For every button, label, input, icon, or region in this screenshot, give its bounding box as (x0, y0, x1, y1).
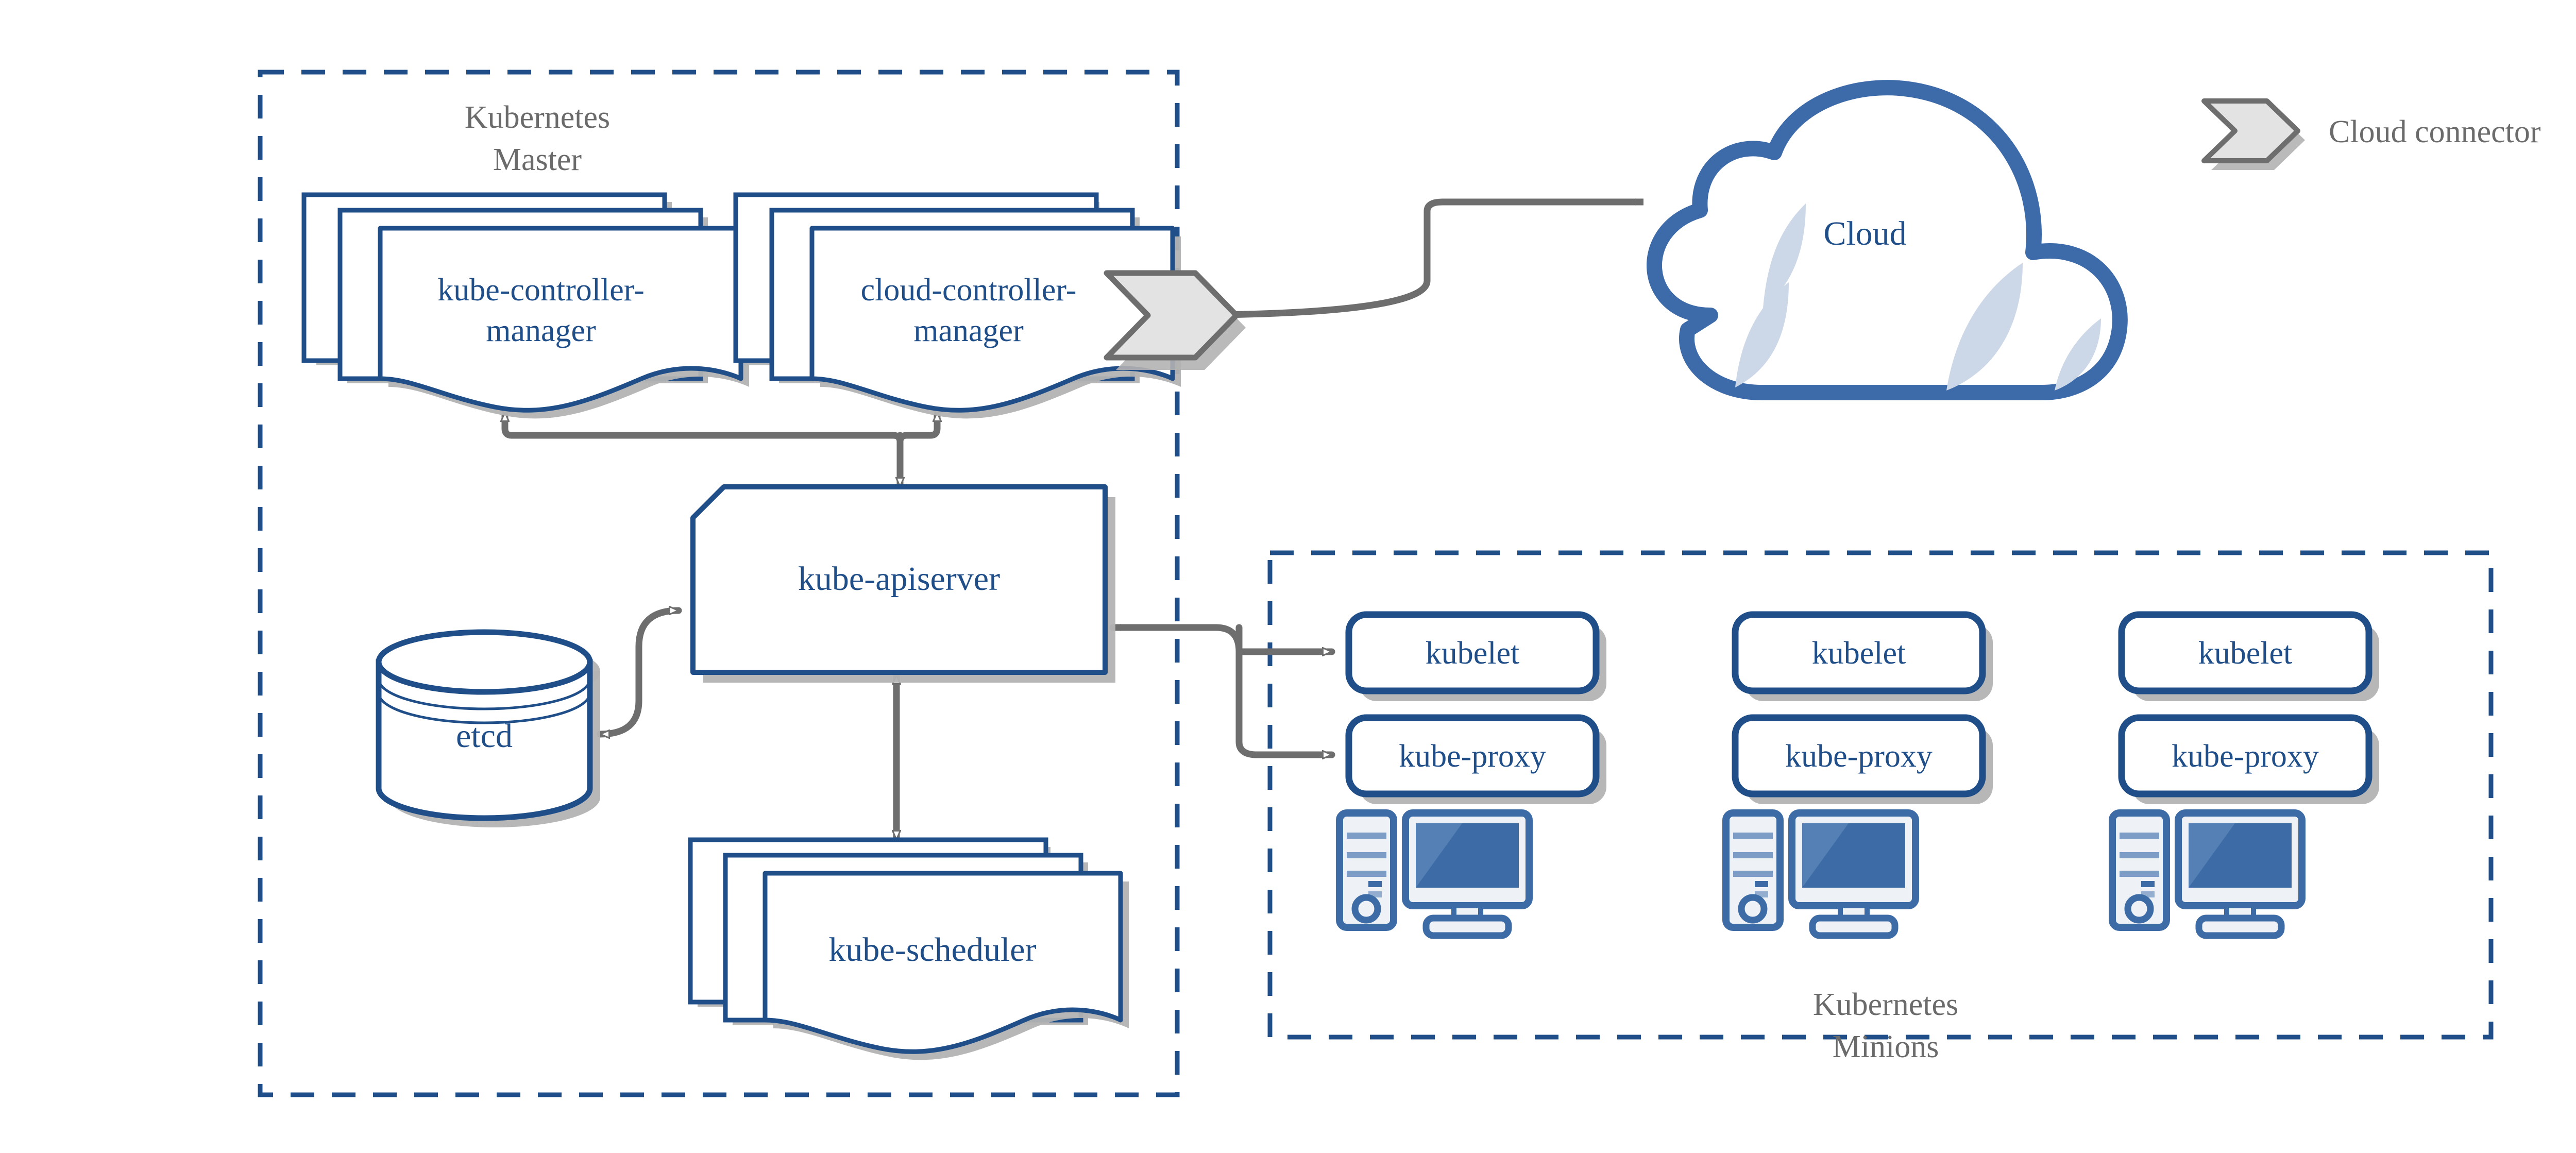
power-button-icon (2124, 894, 2154, 924)
doc-sheet-front (762, 871, 1123, 1054)
monitor (1402, 809, 1533, 939)
etcd-ring-2 (377, 692, 591, 724)
minions-dashed-border (1267, 550, 2494, 1040)
chevron-body (1104, 270, 1240, 361)
tower-led-1 (1755, 881, 1768, 887)
connector-apiserver-to-kube-controller-manager (505, 409, 904, 462)
connector-apiserver-to-kube-proxy (1235, 624, 1335, 755)
kube-proxy-box-3[interactable]: kube-proxy (2118, 714, 2379, 804)
kube-scheduler-label: kube-scheduler (828, 931, 1036, 969)
tower-bar-2 (1733, 852, 1773, 858)
tower-bar-1 (1347, 833, 1386, 839)
minion-node-3: kubelet kube-proxy (2109, 611, 2379, 939)
kube-controller-manager-node[interactable]: kube-controller- manager (301, 192, 749, 419)
tower-bar-3 (2120, 871, 2159, 877)
computer-icon-2 (1722, 809, 1919, 939)
cloud-label: Cloud (1823, 215, 1906, 252)
cloud-highlight-2 (1735, 282, 1789, 387)
kubelet-label: kubelet (2198, 636, 2293, 671)
kube-scheduler-node[interactable]: kube-scheduler (688, 837, 1129, 1060)
tower-led-1 (2141, 881, 2155, 887)
connector-cloudconnector-to-cloud (1163, 198, 1643, 319)
connector-etcd-apiserver (597, 611, 682, 734)
kubernetes-master-group: Kubernetes Master (258, 70, 1180, 1097)
master-group-label-line1: Kubernetes (465, 100, 610, 135)
kube-controller-manager-label-line1: kube-controller- (437, 273, 645, 308)
kube-controller-manager-label-line2: manager (486, 313, 596, 348)
tower-bar-1 (1733, 833, 1773, 839)
etcd-node[interactable]: etcd (376, 629, 600, 827)
minion-node-1: kubelet kube-proxy (1336, 611, 1606, 939)
minion-node-2: kubelet kube-proxy (1722, 611, 1993, 939)
kubernetes-minions-group: Kubernetes Minions (1267, 550, 2494, 1064)
kubelet-body (2118, 611, 2372, 694)
tower-bar-2 (1347, 852, 1386, 858)
etcd-top (376, 629, 593, 695)
kube-proxy-label: kube-proxy (2172, 739, 2319, 774)
monitor-base (1422, 914, 1512, 939)
doc-sheet-front (378, 226, 743, 413)
monitor (1788, 809, 1919, 939)
power-button-icon (1351, 894, 1381, 924)
kube-proxy-label: kube-proxy (1399, 739, 1546, 774)
kubelet-label: kubelet (1812, 636, 1906, 671)
monitor-base (1809, 914, 1899, 939)
kube-proxy-body (1732, 714, 1986, 798)
monitor-base (2195, 914, 2285, 939)
kubelet-box-1[interactable]: kubelet (1345, 611, 1606, 701)
kube-apiserver-label: kube-apiserver (798, 560, 1000, 598)
tower-led-1 (1368, 881, 1382, 887)
kubelet-body (1345, 611, 1600, 694)
cloud-highlight-1 (1763, 204, 1806, 308)
tower-bar-2 (2120, 852, 2159, 858)
apiserver-body (690, 484, 1108, 675)
connector-apiserver-to-cloud-controller-manager (896, 409, 937, 462)
tower-bar-3 (1347, 871, 1386, 877)
kube-proxy-label: kube-proxy (1785, 739, 1933, 774)
computer-icon-1 (1336, 809, 1533, 939)
tower-case (2109, 809, 2170, 931)
cloud-node[interactable]: Cloud (1630, 48, 2133, 400)
kubelet-body (1732, 611, 1986, 694)
tower-bar-3 (1733, 871, 1773, 877)
kube-apiserver-node[interactable]: kube-apiserver (690, 484, 1115, 683)
cloud-controller-manager-label-line1: cloud-controller- (861, 273, 1077, 308)
power-button-icon (1738, 894, 1768, 924)
etcd-ring-1 (377, 679, 591, 710)
kube-proxy-body (1345, 714, 1600, 798)
master-group-label-line2: Master (493, 142, 582, 177)
monitor-screen-highlight (2189, 823, 2235, 888)
connector-layer (505, 198, 1643, 843)
kube-proxy-body (2118, 714, 2372, 798)
kubelet-box-2[interactable]: kubelet (1732, 611, 1993, 701)
tower-bar-1 (2120, 833, 2159, 839)
kube-proxy-box-1[interactable]: kube-proxy (1345, 714, 1606, 804)
monitor (2175, 809, 2306, 939)
master-dashed-border (258, 70, 1180, 1097)
tower-case (1336, 809, 1397, 931)
monitor-screen-highlight (1802, 823, 1849, 888)
tower-case (1722, 809, 1784, 931)
computer-icon-3 (2109, 809, 2306, 939)
minions-group-label-line2: Minions (1833, 1029, 1939, 1064)
monitor-screen-highlight (1416, 823, 1462, 888)
minions-group-label-line1: Kubernetes (1813, 987, 1958, 1022)
cloud-highlight-3 (1946, 263, 2023, 391)
legend-label: Cloud connector (2329, 114, 2541, 149)
kube-proxy-box-2[interactable]: kube-proxy (1732, 714, 1993, 804)
doc-sheet-front (809, 226, 1175, 413)
kubelet-label: kubelet (1426, 636, 1520, 671)
cloud-highlight-4 (2055, 318, 2101, 391)
cloud-controller-manager-node[interactable]: cloud-controller- manager (733, 192, 1181, 419)
etcd-body (376, 659, 593, 821)
cloud-connector-chevron-icon[interactable] (1104, 270, 1246, 370)
cloud-controller-manager-label-line2: manager (913, 313, 1024, 348)
etcd-label: etcd (456, 717, 513, 755)
legend-chevron-connector-icon (2201, 98, 2300, 163)
legend-cloud-connector: Cloud connector (2201, 98, 2541, 170)
kubelet-box-3[interactable]: kubelet (2118, 611, 2379, 701)
